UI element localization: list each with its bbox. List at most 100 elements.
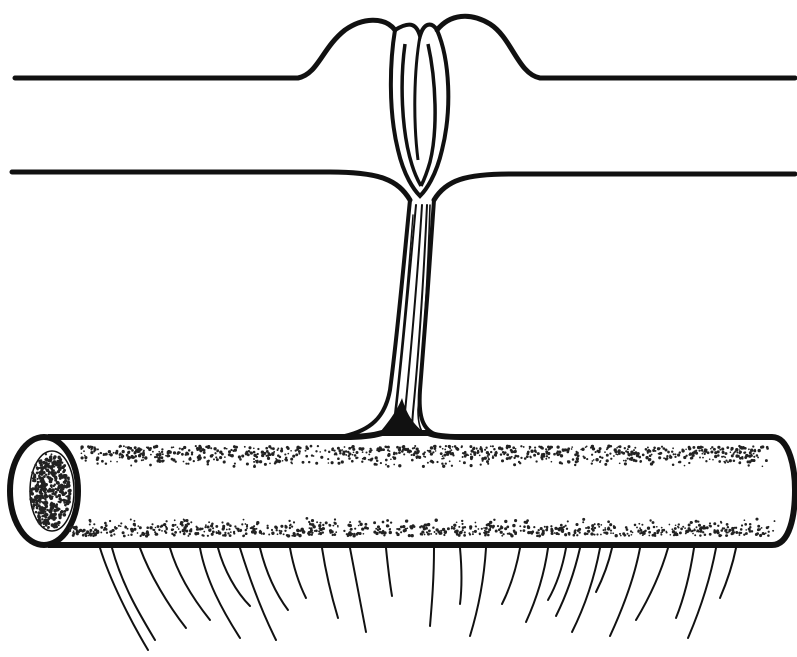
stipple-dot bbox=[96, 458, 99, 461]
stipple-dot bbox=[451, 527, 453, 529]
stipple-dot bbox=[198, 457, 201, 460]
stipple-dot bbox=[711, 446, 713, 448]
stipple-dot bbox=[92, 533, 94, 535]
stipple-dot bbox=[332, 525, 334, 527]
stipple-dot bbox=[587, 526, 590, 529]
stipple-dot bbox=[605, 532, 608, 535]
stipple-dot bbox=[331, 461, 334, 464]
lower-layer-line-left bbox=[12, 172, 410, 200]
stipple-dot bbox=[315, 462, 318, 465]
stipple-dot bbox=[674, 456, 676, 458]
stipple-dot bbox=[727, 461, 729, 463]
stipple-dot bbox=[222, 534, 224, 536]
stipple-dot bbox=[765, 532, 767, 534]
stipple-dot bbox=[664, 448, 667, 451]
stipple-dot bbox=[423, 526, 425, 528]
stipple-dot bbox=[572, 458, 575, 461]
stipple-dot bbox=[456, 521, 458, 523]
stipple-dot bbox=[704, 448, 706, 450]
stipple-dot bbox=[208, 529, 211, 532]
stipple-dot bbox=[347, 535, 349, 537]
stipple-dot bbox=[674, 527, 677, 530]
stipple-dot bbox=[508, 445, 511, 448]
stipple-dot bbox=[134, 459, 137, 462]
stipple-dot bbox=[440, 530, 442, 532]
stipple-dot bbox=[672, 447, 674, 449]
stipple-dot bbox=[685, 455, 687, 457]
stipple-dot bbox=[688, 462, 690, 464]
stipple-dot bbox=[504, 520, 507, 523]
stipple-dot bbox=[125, 446, 127, 448]
stipple-dot bbox=[709, 525, 712, 528]
stipple-dot bbox=[259, 460, 262, 463]
stipple-dot bbox=[556, 445, 559, 448]
stipple-dot bbox=[452, 446, 454, 448]
stipple-dot bbox=[318, 533, 320, 535]
stipple-dot bbox=[369, 450, 372, 453]
stipple-dot bbox=[648, 458, 651, 461]
stipple-dot bbox=[62, 513, 66, 517]
stipple-dot bbox=[461, 523, 463, 525]
stipple-dot bbox=[688, 524, 691, 527]
stipple-dot bbox=[524, 457, 527, 460]
stipple-dot bbox=[699, 457, 701, 459]
stipple-dot bbox=[389, 528, 391, 530]
stipple-dot bbox=[348, 532, 351, 535]
stipple-dot bbox=[390, 458, 392, 460]
stipple-dot bbox=[356, 451, 359, 454]
stipple-dot bbox=[434, 447, 437, 450]
stipple-dot bbox=[114, 534, 116, 536]
stipple-dot bbox=[647, 447, 649, 449]
stipple-dot bbox=[542, 530, 545, 533]
stipple-dot bbox=[59, 501, 62, 504]
stipple-dot bbox=[36, 478, 38, 480]
stipple-dot bbox=[173, 451, 176, 454]
stipple-dot bbox=[198, 454, 201, 457]
stipple-dot bbox=[73, 532, 76, 535]
stipple-dot bbox=[424, 456, 426, 458]
stipple-dot bbox=[566, 528, 568, 530]
stipple-dot bbox=[287, 447, 290, 450]
stipple-dot bbox=[599, 456, 601, 458]
stipple-dot bbox=[44, 494, 47, 497]
stipple-dot bbox=[658, 453, 660, 455]
stipple-dot bbox=[113, 452, 115, 454]
stipple-dot bbox=[61, 511, 63, 513]
stipple-dot bbox=[293, 521, 295, 523]
upper-layer-line bbox=[15, 20, 395, 78]
stipple-dot bbox=[337, 457, 340, 460]
stipple-dot bbox=[564, 533, 567, 536]
stipple-dot bbox=[432, 526, 434, 528]
stipple-dot bbox=[566, 449, 568, 451]
stipple-dot bbox=[256, 460, 259, 463]
stipple-dot bbox=[345, 454, 347, 456]
stipple-dot bbox=[61, 467, 63, 469]
stipple-dot bbox=[697, 520, 699, 522]
stipple-dot bbox=[637, 452, 640, 455]
stipple-dot bbox=[232, 450, 234, 452]
stipple-dot bbox=[146, 531, 149, 534]
stipple-dot bbox=[501, 459, 504, 462]
stipple-dot bbox=[660, 452, 663, 455]
stipple-dot bbox=[541, 458, 543, 460]
stipple-dot bbox=[35, 496, 37, 498]
stipple-dot bbox=[350, 528, 352, 530]
stipple-dot bbox=[305, 450, 307, 452]
stipple-dot bbox=[630, 450, 633, 453]
stipple-dot bbox=[271, 529, 273, 531]
stipple-dot bbox=[638, 456, 641, 459]
stipple-dot bbox=[554, 527, 557, 530]
stipple-dot bbox=[36, 466, 39, 469]
stipple-dot bbox=[228, 453, 231, 456]
stipple-dot bbox=[239, 458, 242, 461]
stipple-dot bbox=[83, 450, 85, 452]
stipple-dot bbox=[594, 527, 596, 529]
stipple-dot bbox=[188, 533, 191, 536]
stipple-dot bbox=[238, 530, 240, 532]
stipple-dot bbox=[224, 460, 226, 462]
stipple-dot bbox=[282, 460, 284, 462]
stipple-dot bbox=[750, 449, 753, 452]
stipple-dot bbox=[671, 528, 673, 530]
stipple-dot bbox=[759, 534, 762, 537]
stipple-dot bbox=[154, 456, 156, 458]
